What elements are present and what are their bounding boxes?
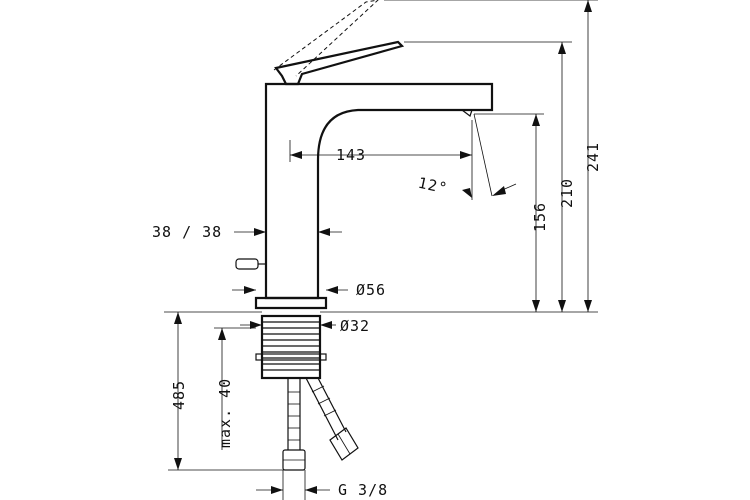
dim-connection-thread-label: G 3/8 (338, 481, 388, 499)
supply-hoses (282, 377, 359, 471)
popup-rod (235, 258, 266, 270)
dim-total-height-label: 241 (584, 142, 602, 172)
lever-handle-raised (273, 0, 379, 77)
dim-spout-height: 156 (474, 113, 549, 312)
faucet-body (254, 82, 494, 310)
dim-lever-height-label: 210 (558, 178, 576, 208)
dim-body-width: 38 / 38 (152, 223, 342, 241)
dim-spout-height-label: 156 (531, 202, 549, 232)
threaded-shank (255, 314, 327, 380)
dim-spout-angle: 12° (416, 113, 517, 198)
dim-spout-reach-label: 143 (336, 146, 366, 164)
dim-base-diameter-label: Ø56 (356, 281, 386, 299)
lever-handle (274, 40, 405, 86)
dim-body-width-label: 38 / 38 (152, 223, 222, 241)
dim-max-thickness: max. 40 (214, 327, 256, 450)
dim-max-thickness-label: max. 40 (216, 378, 234, 448)
dim-hose-length: 485 (164, 311, 284, 471)
dim-shank-diameter-label: Ø32 (340, 317, 370, 335)
dim-lever-height: 210 (404, 41, 576, 312)
dim-hose-length-label: 485 (170, 380, 188, 410)
dim-connection-thread: G 3/8 (256, 470, 388, 500)
dim-base-diameter: Ø56 (232, 281, 386, 299)
dim-spout-reach: 143 (289, 120, 473, 200)
dim-spout-angle-label: 12° (416, 174, 449, 198)
dim-shank-diameter: Ø32 (240, 317, 370, 335)
dim-total-height: 241 (320, 0, 602, 313)
